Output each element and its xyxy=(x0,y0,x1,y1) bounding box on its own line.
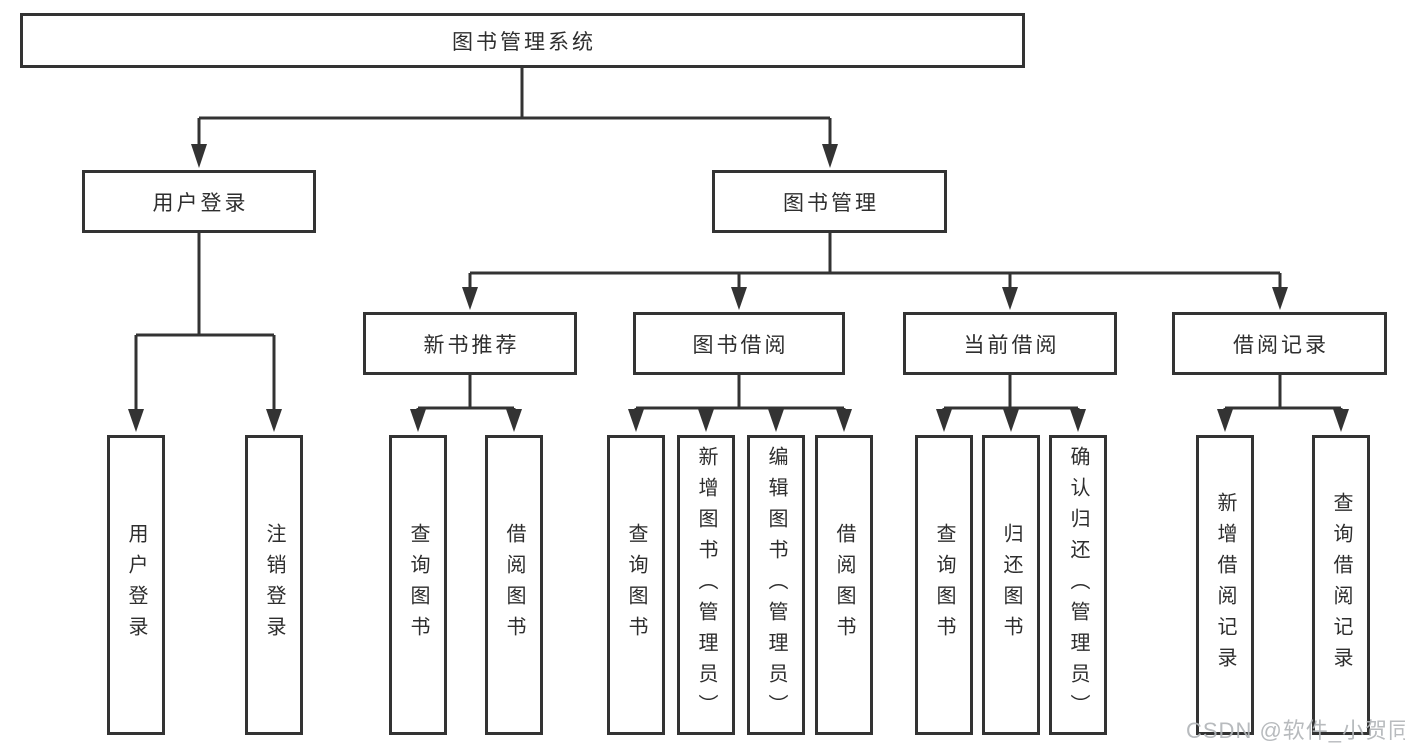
node-book-borrow-label: 图书借阅 xyxy=(692,333,789,357)
leaf-logout: 注销登录 xyxy=(245,435,303,735)
watermark: CSDN @软件_小贺同学 xyxy=(1186,718,1405,743)
leaf-return-book: 归还图书 xyxy=(982,435,1040,735)
connector-root-to-level2 xyxy=(191,68,838,168)
node-book-borrow: 图书借阅 xyxy=(633,312,845,375)
leaf-edit-book-admin-label: 编辑图书（管理员） xyxy=(765,445,787,725)
leaf-edit-book-admin: 编辑图书（管理员） xyxy=(747,435,805,735)
node-book-mgmt-label: 图书管理 xyxy=(783,191,879,215)
leaf-user-login: 用户登录 xyxy=(107,435,165,735)
node-borrow-record: 借阅记录 xyxy=(1172,312,1387,375)
leaf-return-book-label: 归还图书 xyxy=(1000,523,1022,647)
leaf-add-book-admin: 新增图书（管理员） xyxy=(677,435,735,735)
leaf-query-books-borrow-label: 查询图书 xyxy=(625,523,647,647)
leaf-borrow-books-recommend: 借阅图书 xyxy=(485,435,543,735)
node-borrow-record-label: 借阅记录 xyxy=(1233,333,1329,357)
node-root-label: 图书管理系统 xyxy=(452,30,596,54)
node-new-book-recommend-label: 新书推荐 xyxy=(423,333,520,357)
node-user-login-label: 用户登录 xyxy=(152,191,249,215)
leaf-borrow-books-recommend-label: 借阅图书 xyxy=(503,523,525,647)
node-current-borrow-label: 当前借阅 xyxy=(963,333,1060,357)
leaf-borrow-books-label: 借阅图书 xyxy=(833,523,855,647)
leaf-query-books-recommend-label: 查询图书 xyxy=(407,523,429,647)
node-root: 图书管理系统 xyxy=(20,13,1025,68)
leaf-logout-label: 注销登录 xyxy=(263,523,285,647)
node-current-borrow: 当前借阅 xyxy=(903,312,1117,375)
connector-book-borrow-to-leaves xyxy=(628,375,852,432)
node-book-mgmt: 图书管理 xyxy=(712,170,947,233)
connector-new-book-to-leaves xyxy=(410,375,522,432)
connector-borrow-record-to-leaves xyxy=(1217,375,1349,432)
leaf-borrow-books: 借阅图书 xyxy=(815,435,873,735)
leaf-query-books-borrow: 查询图书 xyxy=(607,435,665,735)
leaf-query-borrow-record: 查询借阅记录 xyxy=(1312,435,1370,735)
leaf-confirm-return-admin: 确认归还（管理员） xyxy=(1049,435,1107,735)
node-new-book-recommend: 新书推荐 xyxy=(363,312,577,375)
leaf-query-books-current: 查询图书 xyxy=(915,435,973,735)
connector-user-login-to-leaves xyxy=(128,233,282,432)
node-user-login: 用户登录 xyxy=(82,170,316,233)
leaf-add-book-admin-label: 新增图书（管理员） xyxy=(695,445,717,725)
leaf-query-books-recommend: 查询图书 xyxy=(389,435,447,735)
leaf-query-borrow-record-label: 查询借阅记录 xyxy=(1330,492,1352,678)
leaf-user-login-label: 用户登录 xyxy=(125,523,147,647)
connector-book-mgmt-to-level3 xyxy=(462,233,1288,310)
leaf-query-books-current-label: 查询图书 xyxy=(933,523,955,647)
leaf-confirm-return-admin-label: 确认归还（管理员） xyxy=(1067,445,1089,725)
connector-current-borrow-to-leaves xyxy=(936,375,1086,432)
leaf-add-borrow-record-label: 新增借阅记录 xyxy=(1214,492,1236,678)
leaf-add-borrow-record: 新增借阅记录 xyxy=(1196,435,1254,735)
